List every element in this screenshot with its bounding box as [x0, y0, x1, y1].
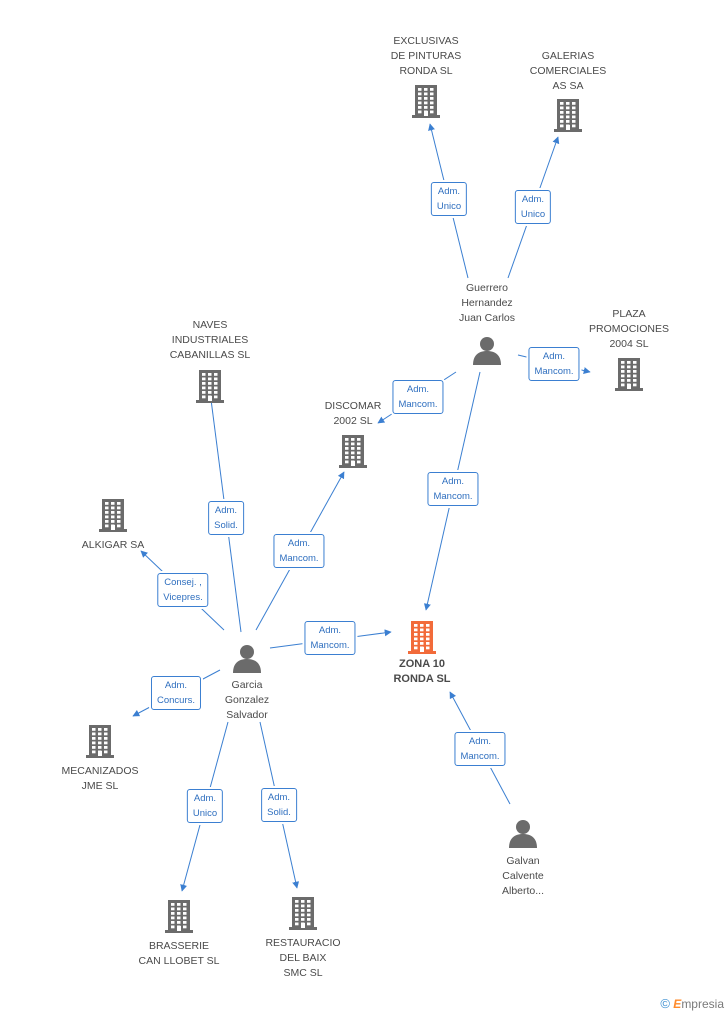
building-icon-plaza[interactable] [614, 357, 644, 396]
node-guerrero[interactable]: Guerrero Hernandez Juan Carlos [459, 281, 515, 326]
node-label-alkigar: ALKIGAR SA [81, 539, 145, 551]
node-label-galvan: Galvan Calvente Alberto... [501, 855, 545, 897]
node-label-mecanizados: MECANIZADOS JME SL [61, 765, 139, 792]
building-icon-brasserie[interactable] [164, 899, 194, 938]
node-label-guerrero: Guerrero Hernandez Juan Carlos [458, 282, 516, 324]
node-plaza[interactable]: PLAZA PROMOCIONES 2004 SL [589, 307, 669, 352]
node-label-exclusivas: EXCLUSIVAS DE PINTURAS RONDA SL [390, 35, 462, 77]
building-icon-discomar[interactable] [338, 434, 368, 473]
building-icon-restauracio[interactable] [288, 896, 318, 935]
edge-label-garcia-discomar[interactable]: Adm. Mancom. [273, 534, 325, 568]
node-naves[interactable]: NAVES INDUSTRIALES CABANILLAS SL [170, 318, 251, 363]
node-label-zona: ZONA 10 RONDA SL [393, 658, 451, 685]
edge-label-garcia-alkigar[interactable]: Consej. , Vicepres. [157, 573, 209, 607]
edge-label-garcia-restauracio[interactable]: Adm. Solid. [261, 788, 297, 822]
node-label-brasserie: BRASSERIE CAN LLOBET SL [138, 940, 220, 967]
building-icon-alkigar[interactable] [98, 498, 128, 537]
node-label-plaza: PLAZA PROMOCIONES 2004 SL [589, 308, 669, 350]
node-exclusivas[interactable]: EXCLUSIVAS DE PINTURAS RONDA SL [391, 34, 462, 79]
node-label-discomar: DISCOMAR 2002 SL [324, 400, 382, 427]
node-discomar[interactable]: DISCOMAR 2002 SL [325, 399, 382, 429]
person-icon-guerrero[interactable] [472, 335, 502, 370]
building-icon-naves[interactable] [195, 369, 225, 408]
edge-label-galvan-zona[interactable]: Adm. Mancom. [454, 732, 506, 766]
edge-label-guerrero-zona[interactable]: Adm. Mancom. [427, 472, 479, 506]
edge-label-guerrero-plaza[interactable]: Adm. Mancom. [528, 347, 580, 381]
edge-label-garcia-zona[interactable]: Adm. Mancom. [304, 621, 356, 655]
building-icon-zona[interactable] [407, 620, 437, 659]
node-zona[interactable]: ZONA 10 RONDA SL [393, 657, 450, 687]
brand-name: mpresia [681, 997, 724, 1011]
building-icon-galerias[interactable] [553, 98, 583, 137]
edge-label-garcia-mecanizados[interactable]: Adm. Concurs. [150, 676, 202, 710]
edge-label-guerrero-exclusivas[interactable]: Adm. Unico [430, 182, 468, 216]
node-galvan[interactable]: Galvan Calvente Alberto... [502, 854, 544, 899]
node-brasserie[interactable]: BRASSERIE CAN LLOBET SL [139, 939, 220, 969]
edge-label-guerrero-discomar[interactable]: Adm. Mancom. [392, 380, 444, 414]
building-icon-mecanizados[interactable] [85, 724, 115, 763]
node-label-naves: NAVES INDUSTRIALES CABANILLAS SL [169, 319, 251, 361]
edge-label-garcia-naves[interactable]: Adm. Solid. [208, 501, 244, 535]
node-mecanizados[interactable]: MECANIZADOS JME SL [61, 764, 138, 794]
edge-label-garcia-brasserie[interactable]: Adm. Unico [186, 789, 224, 823]
copyright-icon: © [660, 996, 670, 1011]
node-label-garcia: Garcia Gonzalez Salvador [224, 679, 270, 721]
person-icon-galvan[interactable] [508, 818, 538, 853]
node-garcia[interactable]: Garcia Gonzalez Salvador [225, 678, 269, 723]
brand-initial: E [673, 997, 682, 1011]
node-galerias[interactable]: GALERIAS COMERCIALES AS SA [530, 49, 606, 94]
empresia-brand[interactable]: © Empresia [660, 996, 724, 1011]
node-label-galerias: GALERIAS COMERCIALES AS SA [529, 50, 607, 92]
building-icon-exclusivas[interactable] [411, 84, 441, 123]
edge-label-guerrero-galerias[interactable]: Adm. Unico [514, 190, 552, 224]
node-alkigar[interactable]: ALKIGAR SA [82, 538, 144, 553]
person-icon-garcia[interactable] [232, 643, 262, 678]
node-label-restauracio: RESTAURACIO DEL BAIX SMC SL [265, 937, 341, 979]
node-restauracio[interactable]: RESTAURACIO DEL BAIX SMC SL [265, 936, 340, 981]
